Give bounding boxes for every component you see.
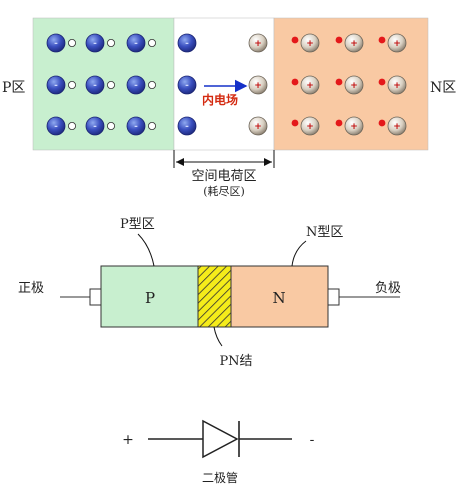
diode-triangle <box>202 419 239 459</box>
negative-ion-sign: - <box>134 39 138 49</box>
positive-ion-sign: + <box>350 122 358 132</box>
free-electron <box>291 78 299 86</box>
p-type-leader <box>137 233 155 267</box>
negative-ion <box>177 116 197 136</box>
free-electron <box>335 36 343 44</box>
negative-ion-sign: - <box>185 39 189 49</box>
negative-ion-sign: - <box>134 122 138 132</box>
negative-ion <box>85 75 105 95</box>
positive-ion <box>344 33 364 53</box>
free-electron <box>378 36 386 44</box>
negative-ion <box>126 75 146 95</box>
positive-ion-sign: + <box>350 39 358 49</box>
negative-ion <box>126 33 146 53</box>
negative-ion-sign: - <box>54 122 58 132</box>
negative-ion-sign: - <box>185 122 189 132</box>
negative-ion-sign: - <box>54 81 58 91</box>
negative-ion-sign: - <box>93 81 97 91</box>
n-type-leader <box>291 240 307 267</box>
hole-carrier <box>107 122 116 131</box>
positive-ion <box>248 75 268 95</box>
free-electron <box>378 78 386 86</box>
positive-ion <box>300 75 320 95</box>
n-region-label: N区 <box>430 80 456 96</box>
diode-n-label: N <box>272 289 285 307</box>
positive-ion <box>344 116 364 136</box>
depletion-label: 空间电荷区 <box>191 169 256 184</box>
ion-grid: - - - - + + + + - - - - + + + + - - - - + + + + <box>46 33 407 136</box>
positive-ion <box>344 75 364 95</box>
negative-ion-sign: - <box>54 39 58 49</box>
diode-symbol-name: 二极管 <box>202 470 238 485</box>
pn-junction-label: PN结 <box>219 354 252 369</box>
p-region-label: P区 <box>2 80 25 96</box>
free-electron <box>291 119 299 127</box>
negative-ion-sign: - <box>93 122 97 132</box>
positive-ion-sign: + <box>254 81 262 91</box>
negative-ion <box>85 33 105 53</box>
hole-carrier <box>147 39 156 48</box>
positive-ion-sign: + <box>350 81 358 91</box>
pn-junction-leader <box>213 326 223 347</box>
diode-structure: P N 正极 负极 P型区 N型区 PN结 <box>18 217 401 369</box>
free-electron <box>335 78 343 86</box>
negative-ion <box>46 33 66 53</box>
hole-carrier <box>147 122 156 131</box>
hole-carrier <box>107 39 116 48</box>
negative-ion <box>126 116 146 136</box>
positive-ion-sign: + <box>306 39 314 49</box>
negative-ion-sign: - <box>93 39 97 49</box>
cathode-label: 负极 <box>375 281 401 296</box>
negative-ion-sign: - <box>134 81 138 91</box>
positive-ion <box>387 116 407 136</box>
positive-ion-sign: + <box>393 81 401 91</box>
hole-carrier <box>68 81 77 90</box>
p-type-region-label: P型区 <box>120 217 155 232</box>
hole-carrier <box>68 39 77 48</box>
pn-junction-layer <box>197 265 232 328</box>
positive-ion-sign: + <box>393 122 401 132</box>
anode-terminal <box>89 288 102 306</box>
anode-label: 正极 <box>18 281 44 296</box>
diode-p-label: P <box>145 289 155 307</box>
positive-ion <box>387 75 407 95</box>
positive-ion <box>300 33 320 53</box>
symbol-plus-label: + <box>122 432 134 448</box>
field-label: 内电场 <box>202 92 238 107</box>
free-electron <box>378 119 386 127</box>
hole-carrier <box>68 122 77 131</box>
negative-ion <box>177 33 197 53</box>
depletion-bracket <box>173 150 275 168</box>
positive-ion-sign: + <box>393 39 401 49</box>
positive-ion-sign: + <box>306 122 314 132</box>
cathode-terminal <box>327 288 340 306</box>
positive-ion-sign: + <box>254 122 262 132</box>
n-type-region-label: N型区 <box>306 225 343 240</box>
hole-carrier <box>147 81 156 90</box>
negative-ion <box>85 116 105 136</box>
positive-ion-sign: + <box>306 81 314 91</box>
negative-ion <box>46 75 66 95</box>
free-electron <box>335 119 343 127</box>
hole-carrier <box>107 81 116 90</box>
positive-ion <box>387 33 407 53</box>
depletion-sublabel: (耗尽区) <box>203 185 245 198</box>
positive-ion <box>248 33 268 53</box>
diode-symbol: + - 二极管 <box>122 419 315 485</box>
negative-ion <box>46 116 66 136</box>
negative-ion <box>177 75 197 95</box>
positive-ion <box>248 116 268 136</box>
symbol-minus-label: - <box>310 432 315 448</box>
positive-ion-sign: + <box>254 39 262 49</box>
pn-junction: P区 N区 - - - - + + + + - - - - + + + + - - - - + + + + 内电场 空间电荷区… <box>2 17 456 198</box>
positive-ion <box>300 116 320 136</box>
negative-ion-sign: - <box>185 81 189 91</box>
free-electron <box>291 36 299 44</box>
